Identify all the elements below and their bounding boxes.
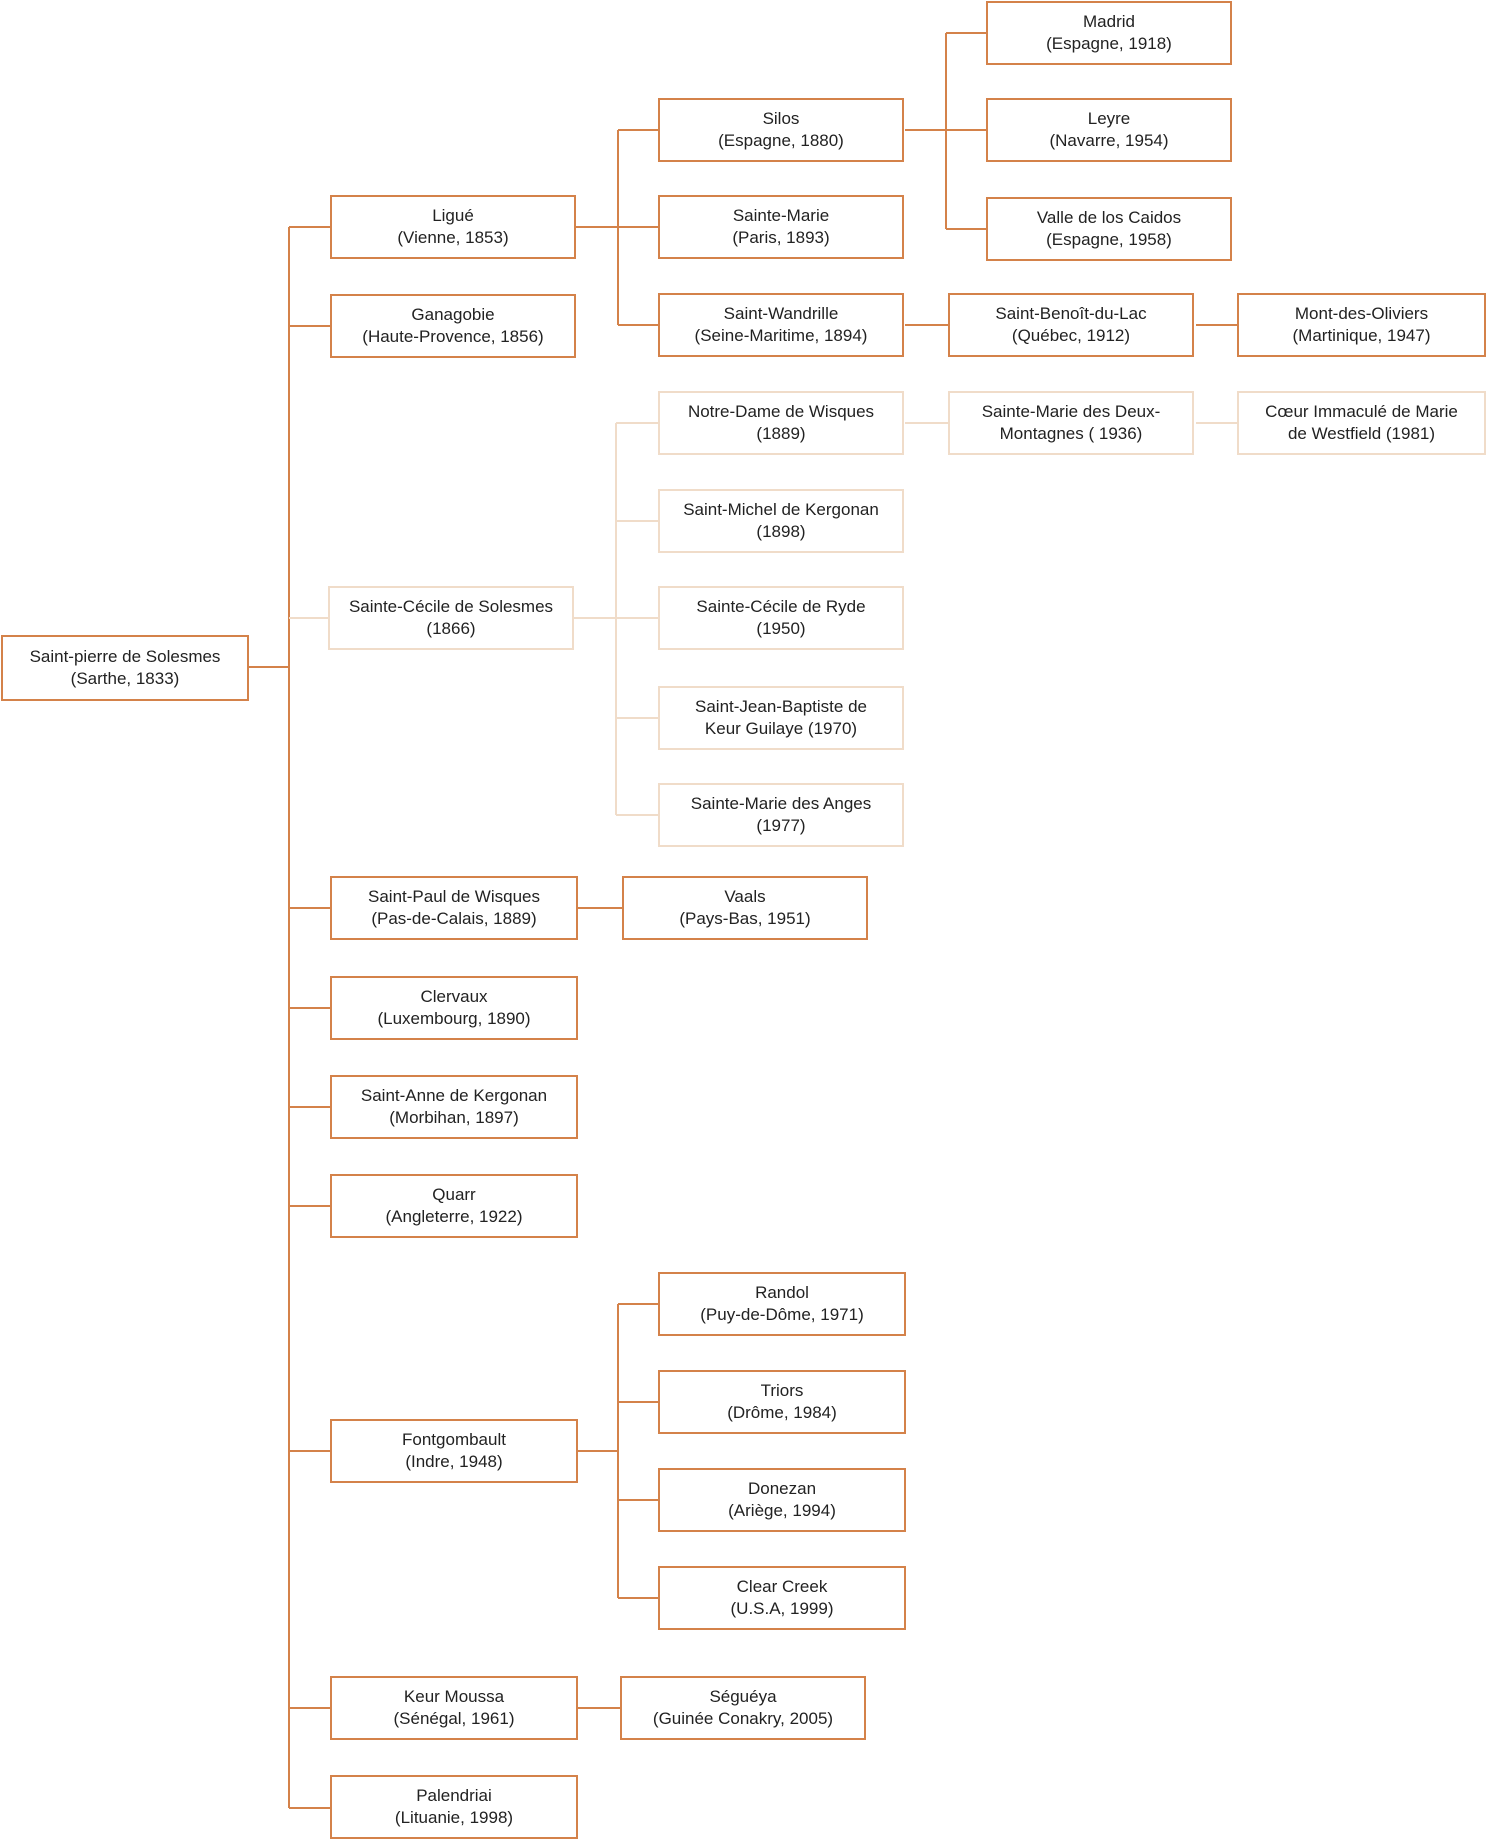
node-detail: de Westfield (1981) [1287,424,1436,443]
node-detail: (Indre, 1948) [405,1452,503,1471]
node-saint-michel-de-kergonan: Saint-Michel de Kergonan (1898) [658,489,904,553]
node-silos: Silos (Espagne, 1880) [658,98,904,162]
node-name: Sainte-Marie des Deux- [981,402,1161,421]
node-segueya: Séguéya (Guinée Conakry, 2005) [620,1676,866,1740]
node-detail: (Ariège, 1994) [728,1501,836,1520]
node-fontgombault: Fontgombault (Indre, 1948) [330,1419,578,1483]
node-detail: (Sarthe, 1833) [70,669,180,688]
node-name: Valle de los Caidos [1036,208,1182,227]
node-detail: (Pas-de-Calais, 1889) [371,909,537,928]
node-detail: (1950) [756,619,806,638]
node-detail: (Paris, 1893) [732,228,830,247]
node-detail: (Morbihan, 1897) [389,1108,519,1127]
node-leyre: Leyre (Navarre, 1954) [986,98,1232,162]
node-detail: (Luxembourg, 1890) [377,1009,531,1028]
node-sainte-marie-des-anges: Sainte-Marie des Anges (1977) [658,783,904,847]
node-detail: (Angleterre, 1922) [385,1207,523,1226]
node-detail: (Espagne, 1918) [1046,34,1172,53]
node-detail: (Guinée Conakry, 2005) [652,1709,834,1728]
node-ganagobie: Ganagobie (Haute-Provence, 1856) [330,294,576,358]
node-saint-anne-de-kergonan: Saint-Anne de Kergonan (Morbihan, 1897) [330,1075,578,1139]
node-sainte-marie: Sainte-Marie (Paris, 1893) [658,195,904,259]
node-detail: (Lituanie, 1998) [394,1808,514,1827]
node-detail: (Sénégal, 1961) [393,1709,515,1728]
node-randol: Randol (Puy-de-Dôme, 1971) [658,1272,906,1336]
node-triors: Triors (Drôme, 1984) [658,1370,906,1434]
node-name: Saint-Anne de Kergonan [360,1086,548,1105]
node-vaals: Vaals (Pays-Bas, 1951) [622,876,868,940]
node-name: Saint-Jean-Baptiste de [695,697,867,716]
node-detail: (Vienne, 1853) [397,228,509,247]
node-valle-de-los-caidos: Valle de los Caidos (Espagne, 1958) [986,197,1232,261]
node-detail: (1898) [756,522,806,541]
node-saint-benoit-du-lac: Saint-Benoît-du-Lac (Québec, 1912) [948,293,1194,357]
node-detail: (1866) [426,619,476,638]
node-saint-jean-baptiste-de-keur-guilaye: Saint-Jean-Baptiste de Keur Guilaye (197… [658,686,904,750]
node-sainte-marie-des-deux-montagnes: Sainte-Marie des Deux- Montagnes ( 1936) [948,391,1194,455]
node-name: Sainte-Marie [732,206,830,225]
node-detail: (Québec, 1912) [1011,326,1131,345]
node-palendriai: Palendriai (Lituanie, 1998) [330,1775,578,1839]
node-name: Leyre [1087,109,1131,128]
node-name: Saint-pierre de Solesmes [29,647,221,666]
node-name: Keur Moussa [403,1687,505,1706]
node-name: Mont-des-Oliviers [1294,304,1429,323]
node-name: Quarr [432,1185,476,1204]
node-name: Sainte-Cécile de Ryde [696,597,866,616]
node-clervaux: Clervaux (Luxembourg, 1890) [330,976,578,1040]
node-detail: (Espagne, 1958) [1046,230,1172,249]
node-name: Notre-Dame de Wisques [687,402,875,421]
node-notre-dame-de-wisques: Notre-Dame de Wisques (1889) [658,391,904,455]
node-sainte-cecile-de-solesmes: Sainte-Cécile de Solesmes (1866) [328,586,574,650]
node-saint-pierre-de-solesmes: Saint-pierre de Solesmes (Sarthe, 1833) [1,635,249,701]
node-detail: Keur Guilaye (1970) [704,719,858,738]
node-name: Sainte-Marie des Anges [690,794,872,813]
node-madrid: Madrid (Espagne, 1918) [986,1,1232,65]
node-detail: (Espagne, 1880) [718,131,844,150]
node-name: Silos [762,109,800,128]
node-detail: (Puy-de-Dôme, 1971) [700,1305,864,1324]
node-name: Donezan [747,1479,817,1498]
node-name: Cœur Immaculé de Marie [1265,402,1458,421]
node-name: Vaals [724,887,766,906]
node-name: Ligué [432,206,474,225]
node-name: Sainte-Cécile de Solesmes [348,597,554,616]
node-coeur-immacule-de-westfield: Cœur Immaculé de Marie de Westfield (198… [1237,391,1486,455]
node-detail: (1977) [756,816,806,835]
node-detail: (1889) [756,424,806,443]
node-name: Saint-Paul de Wisques [368,887,540,906]
node-name: Clear Creek [736,1577,828,1596]
node-detail: (Drôme, 1984) [727,1403,837,1422]
node-name: Saint-Benoît-du-Lac [995,304,1147,323]
node-clear-creek: Clear Creek (U.S.A, 1999) [658,1566,906,1630]
node-detail: (Martinique, 1947) [1292,326,1431,345]
node-name: Saint-Wandrille [723,304,839,323]
node-name: Triors [760,1381,804,1400]
node-keur-moussa: Keur Moussa (Sénégal, 1961) [330,1676,578,1740]
node-detail: Montagnes ( 1936) [999,424,1143,443]
node-name: Saint-Michel de Kergonan [683,500,879,519]
node-detail: (U.S.A, 1999) [730,1599,834,1618]
node-name: Fontgombault [402,1430,506,1449]
node-donezan: Donezan (Ariège, 1994) [658,1468,906,1532]
node-detail: (Pays-Bas, 1951) [679,909,811,928]
node-saint-wandrille: Saint-Wandrille (Seine-Maritime, 1894) [658,293,904,357]
node-mont-des-oliviers: Mont-des-Oliviers (Martinique, 1947) [1237,293,1486,357]
node-detail: (Haute-Provence, 1856) [362,327,544,346]
node-detail: (Navarre, 1954) [1049,131,1169,150]
node-name: Séguéya [709,1687,777,1706]
node-ligue: Ligué (Vienne, 1853) [330,195,576,259]
node-name: Madrid [1083,12,1135,31]
node-name: Ganagobie [411,305,495,324]
node-detail: (Seine-Maritime, 1894) [694,326,868,345]
node-sainte-cecile-de-ryde: Sainte-Cécile de Ryde (1950) [658,586,904,650]
node-quarr: Quarr (Angleterre, 1922) [330,1174,578,1238]
node-name: Clervaux [420,987,488,1006]
node-name: Randol [755,1283,809,1302]
node-saint-paul-de-wisques: Saint-Paul de Wisques (Pas-de-Calais, 18… [330,876,578,940]
node-name: Palendriai [416,1786,492,1805]
